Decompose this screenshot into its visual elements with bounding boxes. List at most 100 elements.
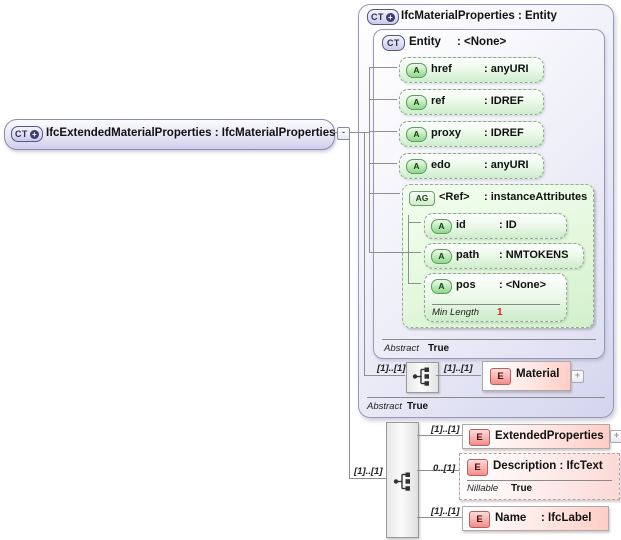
attribute-group-name: <Ref> — [439, 191, 470, 203]
element-name: Material — [516, 368, 560, 380]
sequence-glyph — [412, 367, 429, 386]
attribute-group-box[interactable]: AG <Ref> : instanceAttributes A id : ID … — [402, 184, 594, 328]
abstract-value: True — [407, 401, 429, 412]
attribute-type: : anyURI — [484, 159, 529, 171]
attribute-icon: A — [431, 249, 452, 264]
footer-divider — [382, 339, 596, 340]
element-name: Name — [495, 512, 527, 524]
attribute-type: : ID — [499, 219, 517, 231]
attribute-name: href — [431, 63, 452, 75]
complextype-icon-label: CT — [387, 38, 400, 48]
attribute-icon: A — [406, 159, 427, 174]
cardinality-label: [1]..[1] — [431, 506, 460, 517]
attribute-name: path — [456, 249, 480, 261]
complextype-icon: CT — [382, 35, 405, 51]
attribute-path[interactable]: A path : NMTOKENS — [424, 243, 584, 269]
connector-line — [369, 67, 370, 252]
collapse-toggle[interactable]: - — [337, 127, 350, 140]
element-name: ExtendedProperties — [495, 430, 604, 442]
attribute-name: id — [456, 219, 466, 231]
element-extendedproperties-box[interactable]: E ExtendedProperties — [462, 424, 610, 449]
connector-line — [369, 252, 421, 253]
footer-divider — [367, 397, 605, 398]
connector-line — [436, 375, 481, 376]
connector-line — [349, 132, 350, 478]
facet-divider — [432, 304, 560, 305]
cardinality-label: [1]..[1] — [431, 424, 460, 435]
cardinality-label: [1]..[1] — [444, 363, 473, 374]
facet-nillable-label: Nillable — [467, 483, 499, 494]
connector-line — [348, 132, 370, 133]
element-name-box[interactable]: E Name : IfcLabel — [462, 506, 609, 531]
entity-name: Entity — [409, 36, 441, 48]
element-description-box[interactable]: E Description : IfcText Nillable True — [459, 453, 620, 500]
attribute-id[interactable]: A id : ID — [424, 213, 567, 239]
connector-line — [369, 193, 400, 194]
connector-line — [408, 222, 421, 223]
attribute-icon: A — [406, 63, 427, 78]
attribute-icon: A — [431, 219, 452, 234]
complextype-icon: CT + — [367, 9, 399, 25]
attribute-icon: A — [431, 279, 452, 294]
attribute-type: : anyURI — [484, 63, 529, 75]
attribute-type: : IDREF — [484, 127, 524, 139]
complextype-icon: CT + — [11, 126, 43, 142]
cardinality-label: [1]..[1] — [377, 363, 406, 374]
sequence-glyph — [393, 472, 410, 491]
element-icon: E — [469, 429, 490, 446]
sequence-compositor-icon[interactable] — [406, 362, 439, 393]
attribute-href[interactable]: A href : anyURI — [399, 57, 544, 83]
element-icon: E — [490, 368, 511, 385]
base-type-container-box[interactable]: CT + IfcMaterialProperties : Entity CT E… — [358, 4, 614, 418]
attribute-name: ref — [431, 95, 446, 107]
connector-line — [333, 132, 337, 133]
attribute-name: edo — [431, 159, 451, 171]
connector-line — [369, 131, 397, 132]
element-icon: E — [467, 459, 488, 476]
facet-nillable-value: True — [511, 483, 533, 494]
connector-line — [408, 215, 409, 283]
connector-line — [349, 478, 386, 479]
root-complextype-box[interactable]: CT + IfcExtendedMaterialProperties : Ifc… — [4, 119, 336, 150]
connector-line — [417, 470, 459, 471]
sequence-compositor-bar[interactable] — [386, 422, 419, 538]
attribute-group-icon: AG — [409, 191, 435, 206]
connector-line — [408, 283, 421, 284]
connector-line — [364, 132, 365, 375]
attribute-proxy[interactable]: A proxy : IDREF — [399, 121, 544, 147]
element-icon: E — [469, 511, 490, 528]
attribute-pos[interactable]: A pos : <None> Min Length 1 — [424, 273, 567, 322]
attribute-type: : IDREF — [484, 95, 524, 107]
connector-line — [364, 375, 405, 376]
attribute-name: proxy — [431, 127, 461, 139]
connector-line — [369, 67, 397, 68]
abstract-value: True — [428, 343, 450, 354]
abstract-label: Abstract — [367, 401, 402, 412]
attribute-icon: A — [406, 95, 427, 110]
derivation-plus-icon: + — [29, 129, 39, 139]
complextype-icon-label: CT — [15, 129, 28, 139]
element-type: : IfcLabel — [541, 512, 592, 524]
attribute-edo[interactable]: A edo : anyURI — [399, 153, 544, 179]
attribute-icon: A — [406, 127, 427, 142]
element-name: Description : IfcText — [493, 460, 603, 472]
connector-line — [369, 99, 397, 100]
expand-toggle[interactable]: + — [610, 430, 621, 443]
cardinality-label: [1]..[1] — [354, 466, 383, 477]
attribute-type: : <None> — [499, 279, 547, 291]
complextype-icon-label: CT — [371, 12, 384, 22]
root-complextype-label: IfcExtendedMaterialProperties : IfcMater… — [46, 127, 336, 139]
entity-base-type: : <None> — [457, 36, 507, 48]
derivation-plus-icon: + — [385, 12, 395, 22]
facet-minlength-label: Min Length — [432, 307, 480, 318]
attribute-ref[interactable]: A ref : IDREF — [399, 89, 544, 115]
connector-line — [417, 517, 462, 518]
entity-type-box[interactable]: CT Entity : <None> A href : anyURI A ref… — [373, 29, 605, 359]
cardinality-label: 0..[1] — [433, 463, 456, 474]
attribute-name: pos — [456, 279, 476, 291]
expand-toggle[interactable]: + — [571, 370, 584, 383]
element-material-box[interactable]: E Material — [482, 361, 571, 391]
attribute-type: : NMTOKENS — [499, 249, 569, 261]
connector-line — [417, 435, 462, 436]
